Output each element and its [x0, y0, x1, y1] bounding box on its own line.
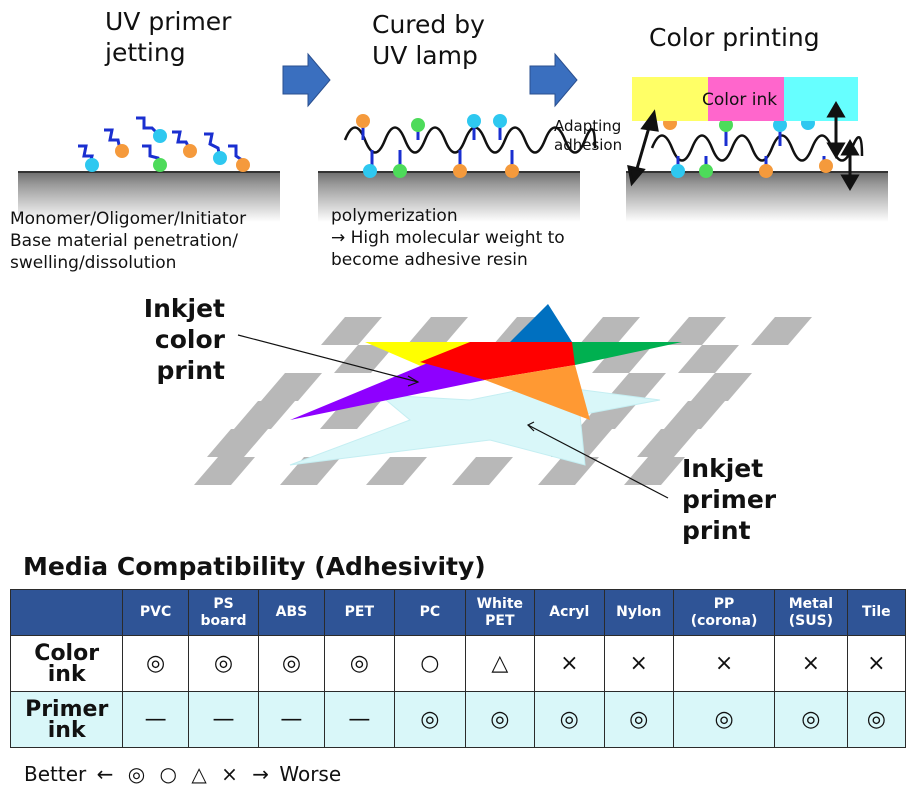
rating-cell: ◎	[603, 691, 674, 748]
col-header: PC	[394, 589, 466, 636]
arrow-icon	[529, 52, 578, 108]
color-print-yellow	[365, 342, 470, 370]
adhesion-arrow-icon	[627, 101, 860, 191]
rating-cell: ◎	[672, 691, 776, 748]
col-header: Metal(SUS)	[774, 589, 848, 636]
rating-cell: ◎	[846, 691, 907, 748]
rating-cell: ◎	[323, 635, 396, 692]
col-header: PET	[323, 589, 396, 636]
cross-icon: ×	[221, 762, 238, 786]
left-arrow-icon: ←	[96, 762, 114, 786]
rating-cell: ◎	[774, 691, 848, 748]
col-header: Nylon	[603, 589, 674, 636]
ink-magenta	[708, 77, 784, 121]
rating-cell: ×	[603, 635, 674, 692]
checkerboard	[194, 317, 812, 485]
rating-cell: ×	[672, 635, 776, 692]
step3-title: Color printing	[649, 23, 820, 52]
rating-cell: —	[323, 691, 396, 748]
rating-cell: ◎	[187, 635, 260, 692]
rating-cell: —	[258, 691, 325, 748]
rating-cell: ◎	[534, 691, 605, 748]
color-ink-label: Color ink	[702, 90, 778, 110]
substrate-2	[318, 172, 580, 222]
substrate-1	[18, 172, 280, 222]
color-print-red	[420, 342, 575, 380]
rating-cell: ×	[846, 635, 907, 692]
rating-cell: ○	[394, 635, 466, 692]
rating-cell: ◎	[394, 691, 466, 748]
col-header: PP(corona)	[672, 589, 776, 636]
ink-cyan	[784, 77, 858, 121]
legend-better: Better	[24, 762, 87, 786]
right-arrow-icon: →	[252, 762, 269, 786]
process-illustration	[18, 52, 888, 222]
step2-description: polymerization→ High molecular weight to…	[331, 206, 565, 270]
triangle-icon: △	[191, 762, 207, 786]
ink-yellow	[632, 77, 708, 121]
color-print-blue	[510, 304, 572, 342]
rating-cell: —	[187, 691, 260, 748]
circle-icon: ○	[159, 762, 177, 786]
print-illustration	[194, 304, 812, 499]
rating-cell: ×	[774, 635, 848, 692]
legend-worse: Worse	[279, 762, 342, 786]
color-print-orange	[485, 365, 590, 420]
rating-cell: ◎	[122, 635, 189, 692]
col-header: PVC	[122, 589, 189, 636]
rating-legend: Better ← ◎ ○ △ × → Worse	[24, 762, 341, 786]
col-header: Acryl	[534, 589, 605, 636]
rating-cell: ◎	[258, 635, 325, 692]
compat-title: Media Compatibility (Adhesivity)	[23, 552, 486, 581]
rating-cell: ×	[534, 635, 605, 692]
double-circle-icon: ◎	[127, 762, 146, 786]
rating-cell: —	[122, 691, 189, 748]
corner-cell	[9, 589, 124, 636]
rating-cell: ◎	[464, 691, 536, 748]
color-print-green	[560, 342, 682, 365]
col-header: ABS	[258, 589, 325, 636]
arrow-icon	[282, 52, 331, 108]
monomer-dots	[85, 129, 250, 172]
col-header: Tile	[846, 589, 907, 636]
rating-cell: △	[464, 635, 536, 692]
color-print-purple	[290, 362, 485, 420]
